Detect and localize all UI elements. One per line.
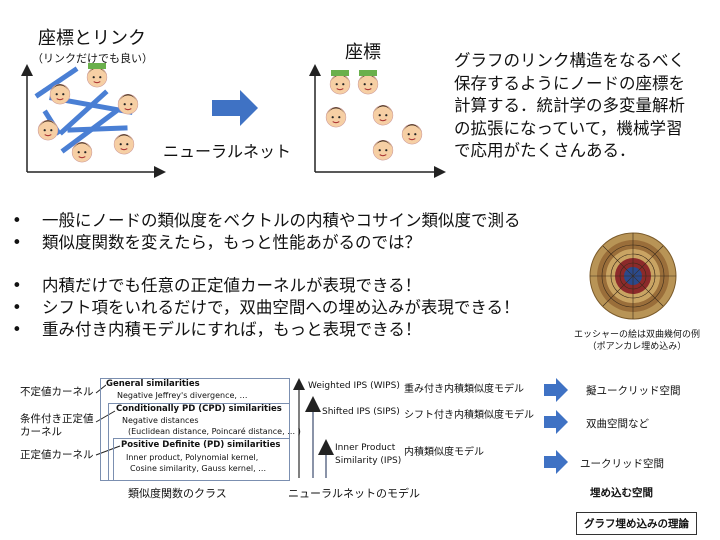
label-pd-kernel: 正定値カーネル xyxy=(20,449,94,461)
bullet-item: 一般にノードの類似度をベクトルの内積やコサイン類似度で測る xyxy=(12,210,521,232)
escher-disc-image xyxy=(589,232,677,320)
model-caption: ニューラルネットのモデル xyxy=(288,487,420,500)
right-title: 座標 xyxy=(345,42,381,63)
pd-desc-2: Cosine similarity, Gauss kernel, … xyxy=(130,464,267,473)
bullet-item: 内積だけでも任意の正定値カーネルが表現できる！ xyxy=(12,275,520,297)
model-arrows xyxy=(293,378,334,478)
cpd-desc-1: Negative distances xyxy=(122,416,199,425)
model-sips-en: Shifted IPS (SIPS) xyxy=(322,407,400,417)
description-line: の拡張になっていて，機械学習 xyxy=(454,118,683,138)
left-plot xyxy=(21,63,166,178)
description-line: 計算する．統計学の多変量解析 xyxy=(454,96,685,115)
model-wips-jp: 重み付き内積類似度モデル xyxy=(404,384,524,395)
class-caption: 類似度関数のクラス xyxy=(128,487,227,500)
general-title: General similarities xyxy=(106,379,200,390)
label-cpd-kernel: 条件付き正定値 xyxy=(20,413,94,425)
escher-caption-line: （ポアンカレ埋め込み） xyxy=(587,342,687,352)
general-desc: Negative Jeffrey's divergence, … xyxy=(117,391,248,400)
pd-desc-1: Inner product, Polynomial kernel, xyxy=(126,453,259,462)
space-caption: 埋め込む空間 xyxy=(590,487,653,499)
description-line: 保存するようにノードの座標を xyxy=(454,73,685,93)
left-title: 座標とリンク xyxy=(38,28,146,49)
link-lines xyxy=(34,66,133,154)
space-hyperbolic: 双曲空間など xyxy=(586,418,649,430)
pd-box xyxy=(113,438,290,481)
bullet-item: 重み付き内積モデルにすれば，もっと表現できる！ xyxy=(12,319,520,341)
bullet-item: シフト項をいれるだけで，双曲空間への埋め込みが表現できる！ xyxy=(12,297,520,319)
escher-caption-line: エッシャーの絵は双曲幾何の例 xyxy=(573,330,700,340)
person-icon xyxy=(325,70,423,161)
person-icon xyxy=(37,63,139,163)
space-arrows xyxy=(544,378,568,474)
model-ips-en-1: Inner Product xyxy=(335,443,396,453)
right-plot xyxy=(309,64,446,178)
nn-label: ニューラルネット xyxy=(163,142,292,161)
left-subtitle: （リンクだけでも良い） xyxy=(32,52,153,65)
label-cpd-kernel-2: カーネル xyxy=(20,426,62,438)
label-indefinite-kernel: 不定値カーネル xyxy=(20,386,94,398)
cpd-title: Conditionally PD (CPD) similarities xyxy=(116,404,282,415)
bullet-list-1: 一般にノードの類似度をベクトルの内積やコサイン類似度で測る 類似度関数を変えたら… xyxy=(12,210,521,254)
big-arrow-icon xyxy=(212,90,258,126)
bullet-list-2: 内積だけでも任意の正定値カーネルが表現できる！ シフト項をいれるだけで，双曲空間… xyxy=(12,275,520,341)
model-ips-en-2: Similarity (IPS) xyxy=(335,456,402,466)
cpd-desc-2: (Euclidean distance, Poincaré distance, … xyxy=(128,427,301,436)
model-sips-jp: シフト付き内積類似度モデル xyxy=(404,410,534,421)
footer-title: グラフ埋め込みの理論 xyxy=(576,512,697,535)
description-line: で応用がたくさんある． xyxy=(454,141,636,160)
model-ips-jp: 内積類似度モデル xyxy=(404,447,484,458)
model-wips-en: Weighted IPS (WIPS) xyxy=(308,381,400,391)
description: グラフのリンク構造をなるべく 保存するようにノードの座標を 計算する．統計学の多… xyxy=(454,50,685,163)
space-euclidean: ユークリッド空間 xyxy=(580,458,664,470)
description-line: グラフのリンク構造をなるべく xyxy=(454,51,685,70)
pd-title: Positive Definite (PD) similarities xyxy=(121,440,281,451)
bullet-item: 類似度関数を変えたら，もっと性能あがるのでは？ xyxy=(12,232,521,254)
space-pseudo-euclidean: 擬ユークリッド空間 xyxy=(586,385,681,397)
escher-caption: エッシャーの絵は双曲幾何の例 （ポアンカレ埋め込み） xyxy=(562,329,712,353)
